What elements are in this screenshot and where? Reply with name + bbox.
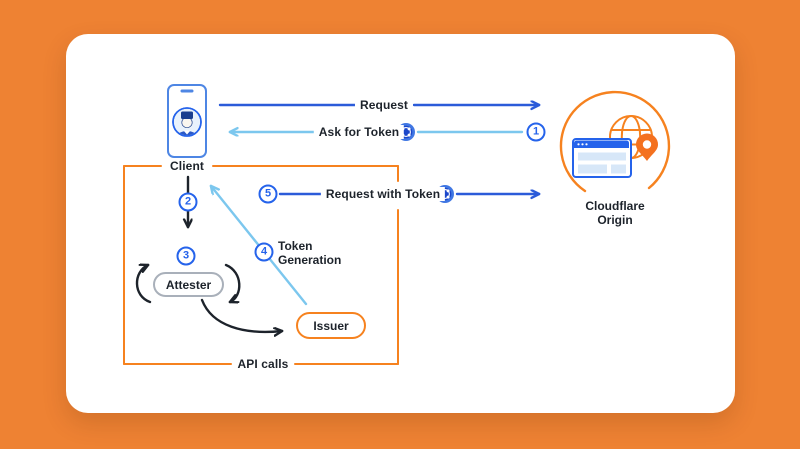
attestation-cycle-arrows — [135, 265, 241, 302]
location-pin-icon — [636, 133, 658, 161]
origin-label: Cloudflare Origin — [585, 199, 645, 227]
diagram-card: Client Request Ask for Token Request wit… — [66, 34, 735, 413]
origin-circle — [559, 90, 671, 193]
request-label: Request — [354, 98, 414, 112]
ask-for-token-label: Ask for Token — [313, 125, 405, 139]
phone-icon — [167, 84, 207, 158]
api-boundary-box — [123, 165, 399, 365]
node-attester: Attester — [153, 272, 224, 297]
request-with-token-label: Request with Token — [320, 187, 446, 201]
step-badge-3: 3 — [176, 246, 196, 266]
client-label: Client — [170, 159, 204, 173]
user-avatar-icon — [172, 107, 202, 137]
step-badge-1: 1 — [526, 122, 546, 142]
token-generation-label: Token Generation — [278, 239, 342, 267]
api-calls-label: API calls — [232, 357, 294, 371]
step-badge-4: 4 — [254, 242, 274, 262]
step-badge-5: 5 — [258, 184, 278, 204]
diagram-canvas — [123, 84, 671, 365]
step-badge-2: 2 — [178, 192, 198, 212]
node-issuer: Issuer — [296, 312, 366, 339]
browser-window-icon — [572, 138, 632, 178]
attester-to-issuer-arrow — [200, 298, 282, 332]
